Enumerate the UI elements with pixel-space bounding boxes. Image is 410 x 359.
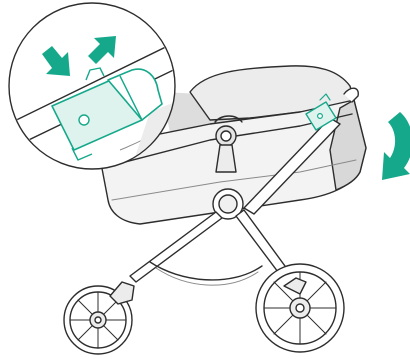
rear-wheel [256, 264, 344, 352]
basket-lower [156, 268, 258, 285]
chassis-hub-inner [219, 195, 237, 213]
curved-arrow-clockwise-icon [382, 112, 410, 180]
carrycot-hub-inner [221, 131, 231, 141]
basket [150, 262, 262, 280]
carrycot-bracket [216, 145, 236, 172]
